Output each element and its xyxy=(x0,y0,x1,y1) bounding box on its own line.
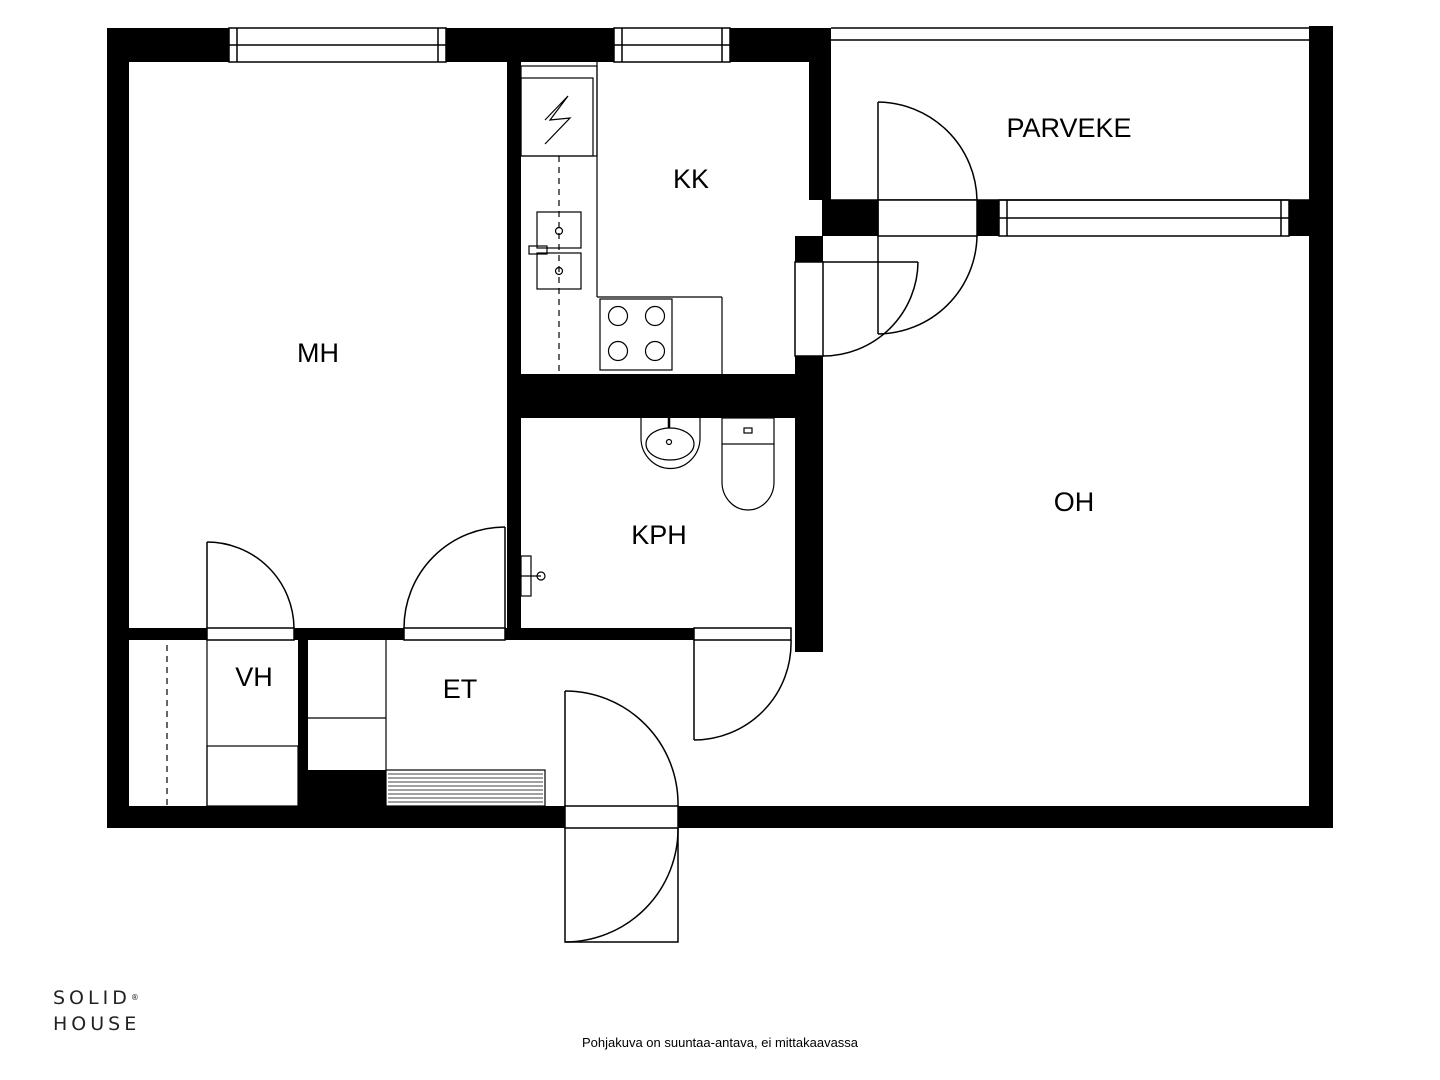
room-label-kph: KPH xyxy=(631,520,687,550)
exterior-walls xyxy=(107,26,1333,828)
radiator xyxy=(388,773,543,803)
logo-line-2: HOUSE xyxy=(53,1013,141,1035)
interior-walls xyxy=(129,62,823,828)
disclaimer-text: Pohjakuva on suuntaa-antava, ei mittakaa… xyxy=(581,1035,859,1050)
logo-line-1: SOLID® xyxy=(53,987,139,1009)
room-label-parveke: PARVEKE xyxy=(1006,113,1131,143)
room-label-vh: VH xyxy=(235,662,273,692)
bathroom-fixtures xyxy=(520,417,775,597)
storage-fixtures xyxy=(166,640,546,807)
kitchen-fixtures xyxy=(520,62,723,374)
room-label-mh: MH xyxy=(297,338,339,368)
registered-mark: ® xyxy=(130,993,139,1002)
solid-house-logo: SOLID® HOUSE xyxy=(53,985,140,1037)
room-label-oh: OH xyxy=(1054,487,1095,517)
doors xyxy=(206,101,978,943)
room-label-et: ET xyxy=(443,674,478,704)
room-label-kk: KK xyxy=(673,164,709,194)
windows xyxy=(228,27,1290,237)
